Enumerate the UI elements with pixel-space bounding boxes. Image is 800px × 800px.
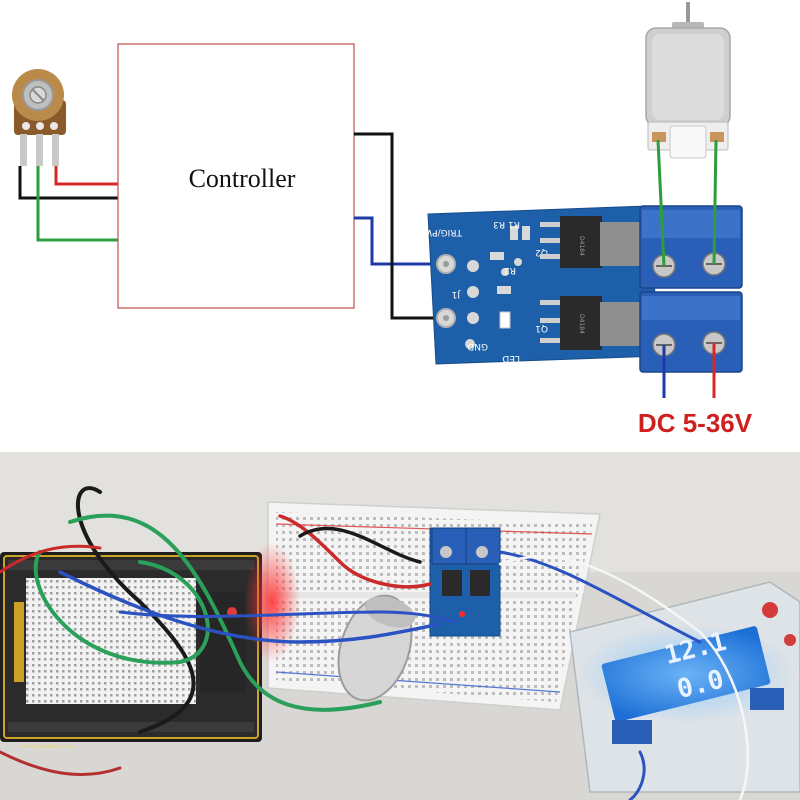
controller-label: Controller [189, 164, 296, 193]
pot-green-wire [36, 166, 118, 242]
silk-r-labels: R1 R3 [493, 219, 520, 229]
svg-text:D4184: D4184 [578, 236, 585, 256]
ground-wire [354, 132, 446, 320]
pot-red-wire [54, 166, 118, 186]
motor-wire-left [656, 139, 666, 267]
silk-q1: Q1 [535, 323, 548, 333]
potentiometer-icon [12, 69, 66, 166]
output-terminal-block [639, 205, 743, 289]
pot-black-wire [18, 166, 118, 200]
dc-motor-icon [645, 2, 731, 159]
photo-wires [0, 486, 750, 800]
mosfet-q1-icon: D4184 [540, 296, 640, 350]
arduino-board: www.keyestudio.com [0, 552, 262, 750]
silk-trig-pwm: TRIG/PWM [415, 227, 463, 237]
silk-j1: J1 [452, 289, 461, 299]
input-terminal-block [639, 291, 743, 373]
breadboard-photo: www.keyestudio.com 12.1 0.0 [0, 452, 800, 800]
pwm-signal-wire [354, 216, 446, 266]
silk-q2: Q2 [535, 247, 548, 257]
controller-box: Controller [117, 43, 355, 309]
motor-wire-right [712, 139, 718, 265]
mosfet-q2-icon: D4184 [540, 216, 640, 268]
silk-led: LED [502, 353, 520, 363]
wiring-diagram: Controller TRIG/PWM R1 R3 J1 GND LED R2 … [12, 2, 753, 438]
silk-gnd: GND [467, 341, 488, 351]
buck-converter: 12.1 0.0 [569, 581, 800, 793]
silk-r2: R2 [504, 265, 516, 275]
supply-voltage-label: DC 5-36V [638, 408, 753, 438]
mosfet-module: TRIG/PWM R1 R3 J1 GND LED R2 Q1 Q2 D4184… [415, 205, 743, 373]
svg-text:www.keyestudio.com: www.keyestudio.com [20, 744, 73, 750]
svg-text:D4184: D4184 [578, 314, 585, 334]
